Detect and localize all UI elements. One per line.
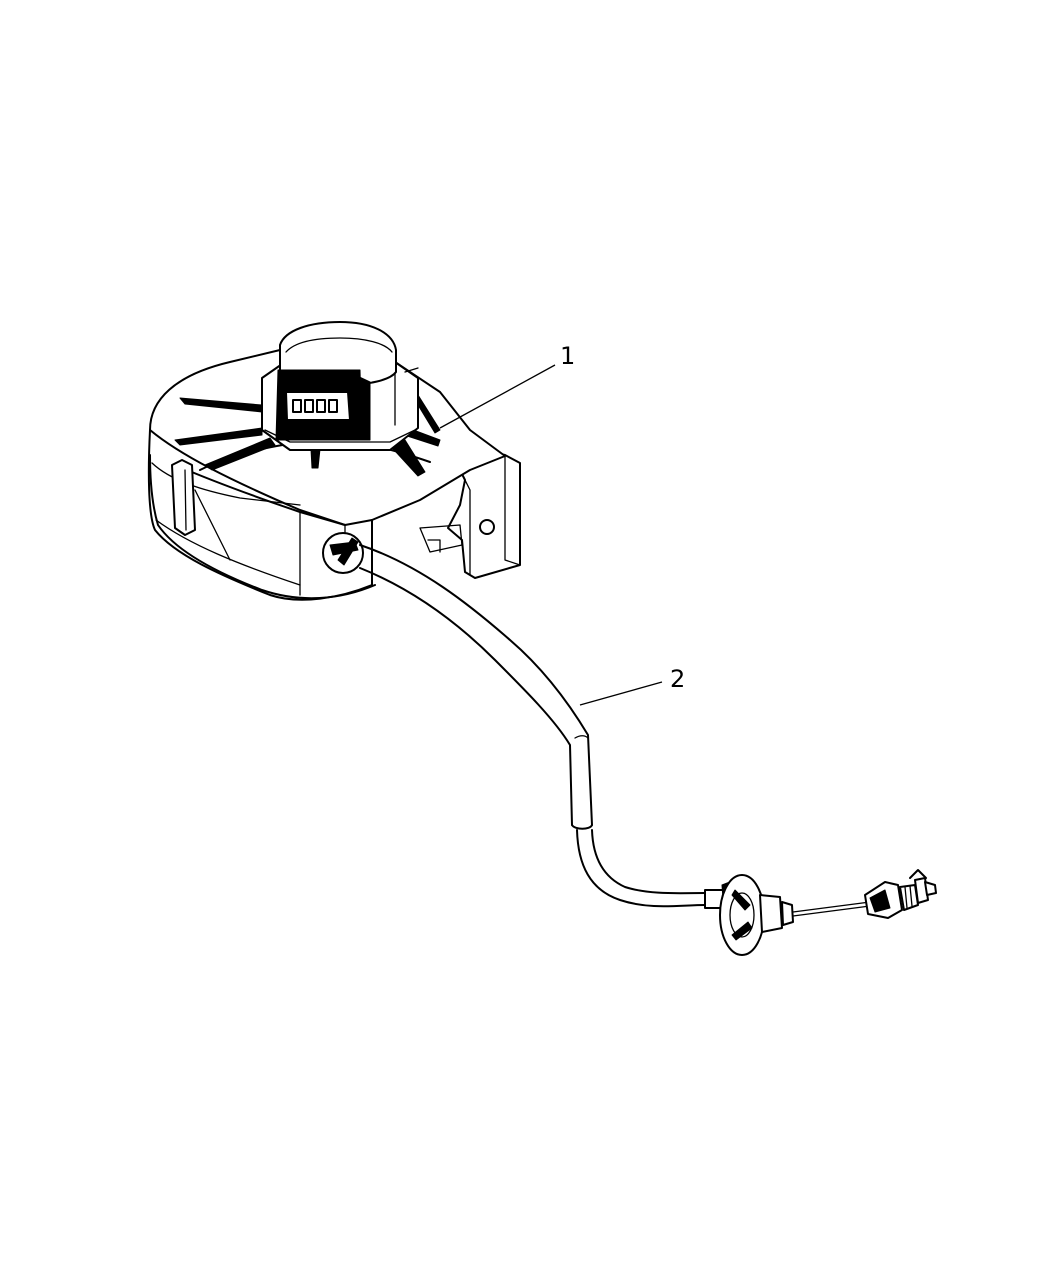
callout-1: 1 (439, 342, 575, 429)
leader-line-1 (439, 364, 556, 429)
mounting-bracket (439, 439, 521, 579)
callout-2: 2 (579, 665, 685, 706)
leader-line-2 (579, 681, 663, 706)
bracket-hole (479, 519, 495, 535)
cable-sheath (359, 544, 593, 826)
module-assembly (147, 321, 521, 601)
cable-assembly (322, 532, 937, 956)
callout-label-1: 1 (560, 342, 575, 370)
callout-label-2: 2 (670, 665, 685, 693)
cable-grommet (719, 874, 765, 956)
